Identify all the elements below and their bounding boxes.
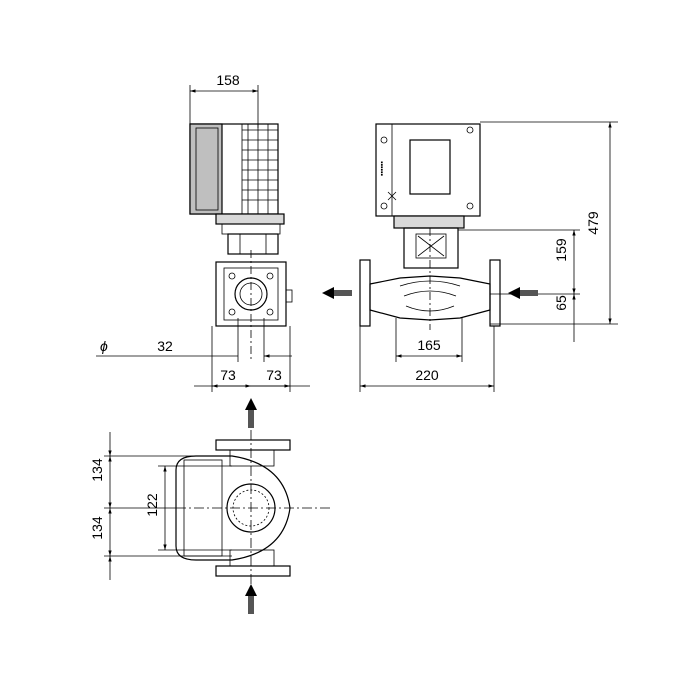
dim-front-width: 158	[216, 72, 240, 88]
diameter-symbol: ϕ	[100, 338, 108, 354]
front-view: 158	[96, 72, 310, 392]
dim-top-middle: 122	[144, 493, 160, 517]
dim-top-lower: 134	[89, 516, 105, 540]
flow-arrow-icon	[245, 398, 257, 428]
svg-text:▪▪▪▪▪▪: ▪▪▪▪▪▪	[379, 161, 386, 176]
dim-flange-to-flange: 220	[415, 367, 439, 383]
side-view: ▪▪▪▪▪▪ 479 159 65	[322, 121, 618, 392]
logo-badge-icon: ▪▪▪▪▪▪	[379, 126, 474, 210]
flow-arrow-icon	[322, 287, 352, 299]
dim-overall-height: 479	[585, 211, 601, 235]
dim-flange-left: 73	[220, 367, 236, 383]
flow-arrow-icon	[245, 584, 257, 614]
dim-pipe-diameter: 32	[157, 338, 173, 354]
dim-top-upper: 134	[89, 458, 105, 482]
dim-flange-right: 73	[266, 367, 282, 383]
dim-port-to-port: 165	[417, 337, 441, 353]
flow-arrow-icon	[508, 287, 538, 299]
dim-axis-to-base: 65	[553, 295, 569, 311]
dim-motor-to-axis: 159	[553, 238, 569, 262]
top-view: 134 134 122	[89, 398, 330, 614]
motor-fins	[242, 124, 278, 214]
